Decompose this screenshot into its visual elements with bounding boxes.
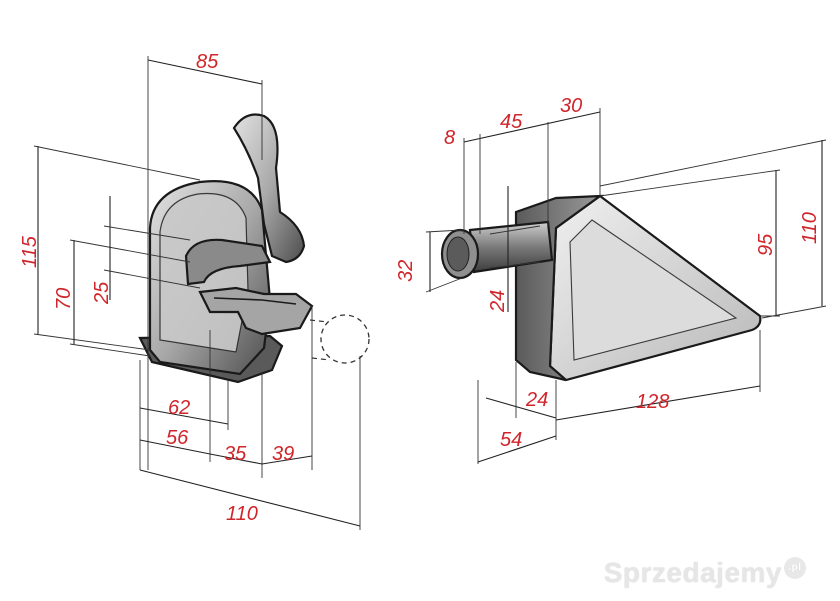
dim-latch-115: 115 [19, 235, 41, 268]
dim-bracket-110: 110 [799, 212, 821, 244]
dim-latch-85: 85 [196, 51, 219, 73]
latch-dimension-lines [33, 56, 361, 530]
dim-latch-62: 62 [168, 397, 190, 419]
bracket-plate-inner [569, 219, 738, 361]
dim-latch-110: 110 [226, 503, 258, 525]
watermark-badge: .pl [784, 557, 806, 579]
dim-latch-56: 56 [166, 427, 189, 449]
dim-bracket-32: 32 [395, 260, 417, 282]
dim-latch-25: 25 [91, 281, 113, 305]
latch-hook-upper [184, 238, 272, 286]
dim-bracket-95: 95 [755, 233, 777, 256]
bracket-pin-head-face [446, 236, 470, 272]
dim-bracket-30: 30 [560, 95, 582, 117]
dim-bracket-54: 54 [500, 429, 522, 451]
latch-ghost-pin-shaft [309, 319, 331, 361]
bracket-dimension-labels: 8 45 30 32 24 95 110 24 128 54 [395, 95, 821, 451]
dim-bracket-45: 45 [500, 111, 523, 133]
latch-ghost-pin [320, 314, 370, 364]
dim-bracket-24-pin: 24 [487, 290, 509, 313]
latch-lever [232, 113, 306, 264]
bracket-part [440, 194, 762, 382]
latch-part [138, 113, 370, 384]
dim-bracket-8: 8 [444, 127, 455, 149]
bracket-dimension-lines [425, 108, 827, 464]
dim-latch-35: 35 [224, 443, 247, 465]
watermark: Sprzedajemy.pl [604, 557, 806, 589]
latch-dimension-labels: 85 115 70 25 62 56 35 39 110 [19, 51, 294, 525]
latch-hook-lower [198, 286, 314, 336]
watermark-text: Sprzedajemy [603, 557, 782, 588]
dim-latch-70: 70 [53, 288, 75, 310]
latch-hook-inner [213, 297, 297, 305]
dim-latch-39: 39 [272, 443, 294, 465]
dim-bracket-128: 128 [636, 391, 669, 413]
dim-bracket-24-base: 24 [525, 389, 548, 411]
